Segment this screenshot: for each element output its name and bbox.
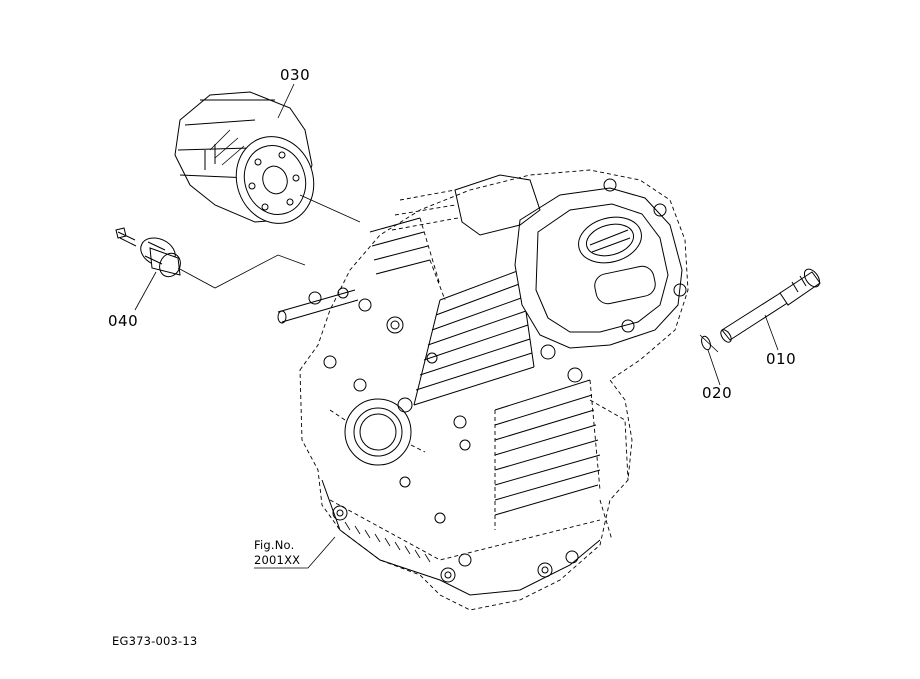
- callout-010[interactable]: 010: [766, 350, 797, 368]
- oil-level-gauge: [701, 268, 821, 351]
- callout-030[interactable]: 030: [280, 66, 311, 84]
- figure-reference[interactable]: Fig.No. 2001XX: [254, 538, 300, 568]
- drawing-code: EG373-003-13: [112, 634, 198, 648]
- figure-reference-label: Fig.No.: [254, 538, 295, 552]
- engine-block: [277, 169, 689, 611]
- leader-lines: [134, 83, 779, 569]
- callout-020[interactable]: 020: [702, 384, 733, 402]
- oil-pressure-switch: [115, 227, 181, 278]
- callout-040[interactable]: 040: [108, 312, 139, 330]
- oil-filter: [174, 91, 315, 224]
- figure-reference-number: 2001XX: [254, 553, 301, 567]
